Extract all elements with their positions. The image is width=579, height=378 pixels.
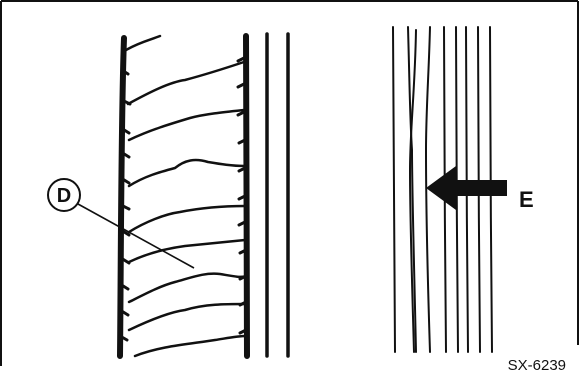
tread-groove	[127, 272, 248, 304]
tread-groove	[127, 238, 247, 264]
rib-line	[407, 26, 417, 353]
left-tire-tread	[117, 32, 290, 359]
tread-groove	[127, 158, 247, 188]
tread-groove	[127, 302, 248, 332]
callout-e-label: E	[519, 187, 534, 212]
rib-line	[408, 29, 417, 353]
tread-groove	[124, 34, 162, 52]
tread-groove	[127, 108, 246, 142]
tread-groove	[126, 60, 246, 106]
callout-d-label: D	[57, 185, 71, 207]
callout-d-circle	[47, 178, 81, 212]
figure-code: SX-6239	[508, 357, 566, 374]
tread-groove	[127, 204, 247, 234]
rib-line	[392, 26, 396, 353]
rib-line	[424, 26, 431, 353]
left-tread-edge	[117, 35, 127, 359]
callout-d: D	[47, 178, 195, 269]
indicator-arrow	[426, 166, 507, 210]
tread-groove	[133, 334, 248, 358]
diagram-frame	[0, 0, 579, 366]
arrow-left-icon	[426, 166, 507, 210]
callout-d-leader	[77, 203, 195, 269]
left-tread-serration	[118, 68, 132, 342]
right-tread-edge	[243, 33, 250, 359]
